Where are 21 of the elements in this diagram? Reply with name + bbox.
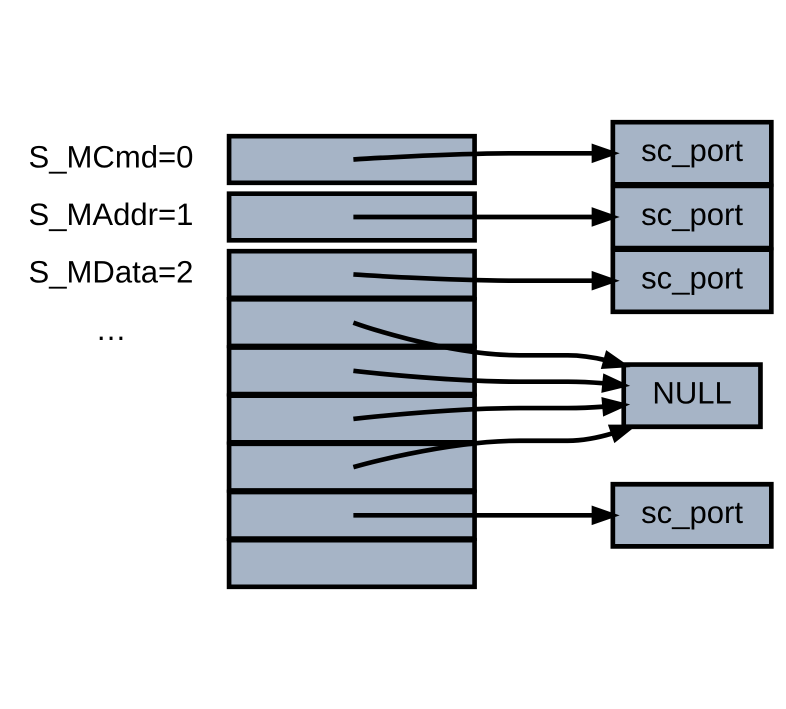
node-box: sc_port (610, 247, 774, 314)
node-box: sc_port (610, 184, 774, 250)
node-box (226, 345, 477, 396)
node-box: NULL (621, 362, 763, 430)
node-label: S_MCmd=0 (28, 139, 194, 174)
arrow (353, 506, 620, 526)
node-box (226, 134, 477, 186)
arrow (353, 270, 620, 290)
node-box: sc_port (610, 120, 774, 187)
node-box: sc_port (610, 482, 774, 549)
node-label: S_MData=2 (28, 254, 194, 290)
arrow (353, 143, 620, 164)
node-box (226, 191, 477, 243)
arrow (353, 397, 630, 422)
node-box (226, 490, 477, 541)
label: … (95, 312, 127, 347)
arrow (353, 207, 620, 227)
arrow (353, 368, 630, 393)
node-label: S_MAddr=1 (28, 196, 194, 232)
arrow (352, 320, 630, 369)
node-box (226, 538, 477, 590)
